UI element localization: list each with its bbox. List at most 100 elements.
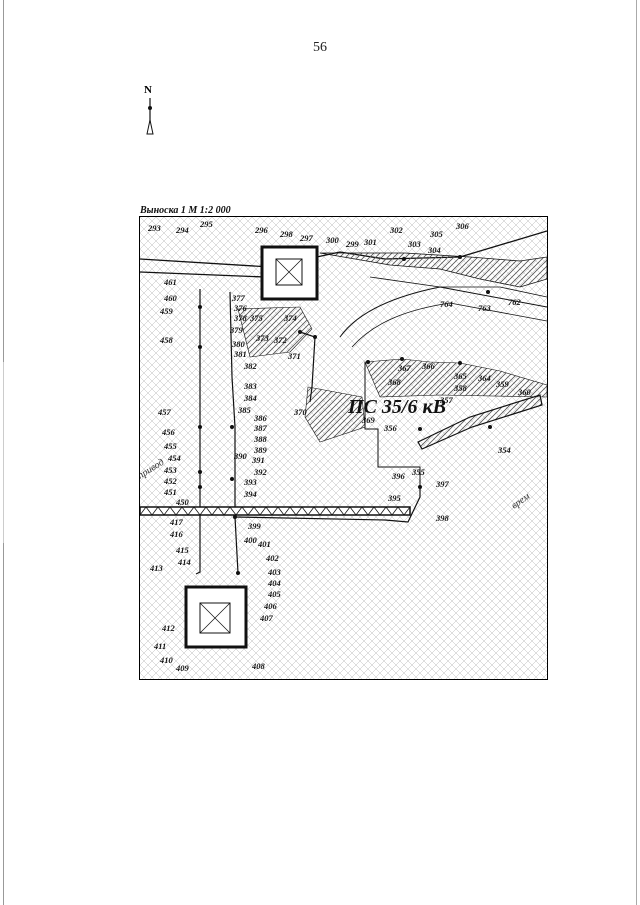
- label-454: 454: [167, 453, 181, 463]
- label-403: 403: [267, 567, 282, 577]
- label-377: 377: [231, 293, 246, 303]
- label-398: 398: [435, 513, 450, 523]
- label-296: 296: [254, 225, 269, 235]
- label-295: 295: [199, 219, 214, 229]
- label-303: 303: [407, 239, 422, 249]
- scan-edge-right: [636, 0, 637, 905]
- label-372: 372: [273, 335, 288, 345]
- label-459: 459: [159, 306, 174, 316]
- label-379: 379: [229, 325, 244, 335]
- label-404: 404: [267, 578, 281, 588]
- page-number: 56: [313, 40, 327, 55]
- label-371: 371: [287, 351, 301, 361]
- label-298: 298: [279, 229, 294, 239]
- label-396: 396: [391, 471, 406, 481]
- label-411: 411: [153, 641, 166, 651]
- label-458: 458: [159, 335, 174, 345]
- label-410: 410: [159, 655, 174, 665]
- label-417: 417: [169, 517, 184, 527]
- label-304: 304: [427, 245, 441, 255]
- label-301: 301: [363, 237, 377, 247]
- north-arrow-icon: N: [142, 84, 158, 144]
- label-360: 360: [517, 387, 532, 397]
- label-409: 409: [175, 663, 190, 673]
- label-453: 453: [163, 465, 178, 475]
- label-373: 373: [255, 333, 270, 343]
- top-road: [140, 230, 547, 298]
- tower-2: [184, 585, 248, 649]
- label-408: 408: [251, 661, 266, 671]
- hatched-area-1: [237, 306, 313, 358]
- substation-label: ПС 35/6 кВ: [347, 396, 446, 418]
- label-450: 450: [175, 497, 190, 507]
- label-452: 452: [163, 476, 178, 486]
- label-364: 364: [477, 373, 491, 383]
- label-376: 376: [233, 303, 248, 313]
- label-368: 368: [387, 377, 402, 387]
- label-764: 764: [440, 299, 453, 309]
- label-451: 451: [163, 487, 177, 497]
- label-305: 305: [429, 229, 444, 239]
- label-375: 375: [249, 313, 264, 323]
- label-386: 386: [253, 413, 268, 423]
- hatched-area-2: [304, 386, 366, 443]
- label-400: 400: [243, 535, 258, 545]
- survey-points: [198, 255, 492, 575]
- label-354: 354: [497, 445, 511, 455]
- substation-zone: [364, 362, 543, 487]
- label-392: 392: [253, 467, 268, 477]
- label-407: 407: [259, 613, 274, 623]
- label-389: 389: [253, 445, 268, 455]
- tower-1: [260, 245, 319, 301]
- label-763: 763: [478, 303, 492, 313]
- label-393: 393: [243, 477, 258, 487]
- label-378: 378: [233, 313, 248, 323]
- label-457: 457: [157, 407, 172, 417]
- label-460: 460: [163, 293, 178, 303]
- label-355: 355: [411, 467, 426, 477]
- north-letter: N: [144, 84, 152, 96]
- label-406: 406: [263, 601, 278, 611]
- label-401: 401: [257, 539, 271, 549]
- label-356: 356: [383, 423, 398, 433]
- label-294: 294: [175, 225, 189, 235]
- label-381: 381: [233, 349, 247, 359]
- label-399: 399: [247, 521, 262, 531]
- label-414: 414: [177, 557, 191, 567]
- label-302: 302: [389, 225, 404, 235]
- label-358: 358: [453, 383, 468, 393]
- label-293: 293: [147, 223, 162, 233]
- label-413: 413: [149, 563, 164, 573]
- label-456: 456: [161, 427, 176, 437]
- map-inset: 293 294 295 296 298 297 300 299 301 302 …: [139, 216, 548, 680]
- label-359: 359: [495, 379, 510, 389]
- label-306: 306: [455, 221, 470, 231]
- label-412: 412: [161, 623, 176, 633]
- label-370: 370: [293, 407, 308, 417]
- label-461: 461: [163, 277, 177, 287]
- label-391: 391: [251, 455, 265, 465]
- label-374: 374: [283, 313, 297, 323]
- label-300: 300: [325, 235, 340, 245]
- point-labels: 293 294 295 296 298 297 300 299 301 302 …: [147, 219, 532, 673]
- label-416: 416: [169, 529, 184, 539]
- label-367: 367: [397, 363, 412, 373]
- label-366: 366: [421, 361, 436, 371]
- label-388: 388: [253, 434, 268, 444]
- label-415: 415: [175, 545, 190, 555]
- label-405: 405: [267, 589, 282, 599]
- label-297: 297: [299, 233, 314, 243]
- label-397: 397: [435, 479, 450, 489]
- label-455: 455: [163, 441, 178, 451]
- label-402: 402: [265, 553, 280, 563]
- label-383: 383: [243, 381, 258, 391]
- label-387: 387: [253, 423, 268, 433]
- label-365: 365: [453, 371, 468, 381]
- label-384: 384: [243, 393, 257, 403]
- label-380: 380: [231, 339, 246, 349]
- label-390: 390: [233, 451, 248, 461]
- label-385: 385: [237, 405, 252, 415]
- label-395: 395: [387, 493, 402, 503]
- label-382: 382: [243, 361, 258, 371]
- inset-title: Выноска 1 М 1:2 000: [140, 205, 231, 216]
